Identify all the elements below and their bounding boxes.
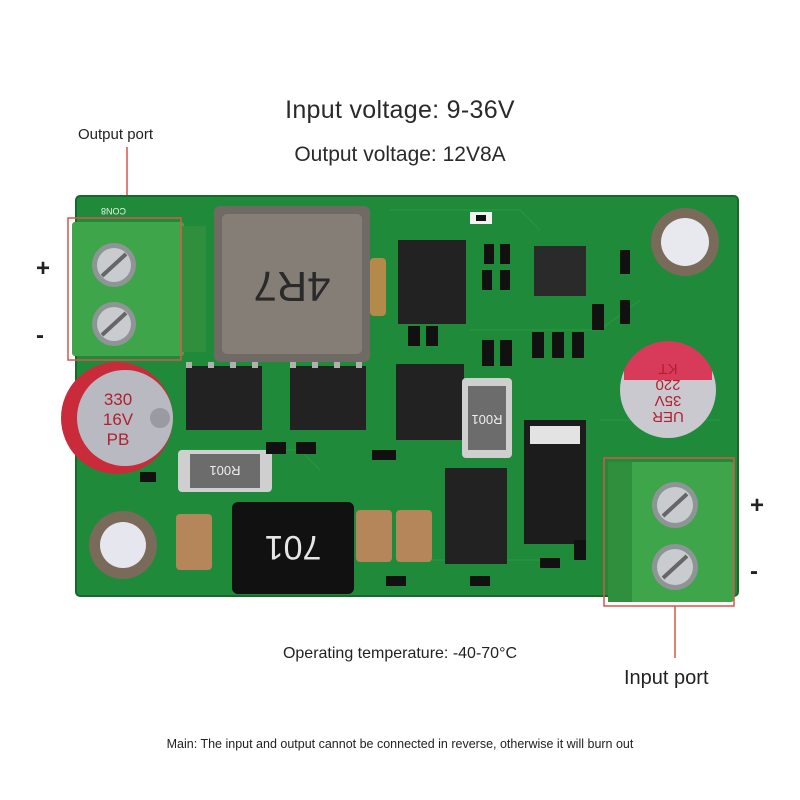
input-port-label: Input port bbox=[624, 667, 709, 689]
svg-text:35V: 35V bbox=[655, 392, 682, 409]
mosfet-2 bbox=[290, 366, 366, 430]
cap-c4 bbox=[356, 510, 392, 562]
svg-text:KT: KT bbox=[658, 360, 677, 377]
mosfet-5 bbox=[445, 468, 507, 564]
svg-text:R001: R001 bbox=[471, 412, 502, 427]
svg-text:701: 701 bbox=[265, 528, 322, 566]
output-plus-sign: + bbox=[36, 255, 51, 282]
input-highlight-box bbox=[603, 457, 735, 607]
input-plus-sign: + bbox=[750, 492, 765, 519]
output-minus-sign: - bbox=[36, 322, 44, 349]
output-highlight-box bbox=[67, 217, 182, 361]
warning-note: Main: The input and output cannot be con… bbox=[166, 737, 634, 751]
input-terminal bbox=[608, 462, 734, 602]
svg-text:CON8: CON8 bbox=[101, 206, 126, 216]
output-port-label: Output port bbox=[78, 126, 154, 143]
input-voltage-heading: Input voltage: 9-36V bbox=[285, 96, 515, 124]
svg-text:PB: PB bbox=[107, 430, 130, 449]
controller-ic bbox=[534, 246, 586, 296]
svg-text:16V: 16V bbox=[103, 410, 134, 429]
inductor-main-marking: 4R7 bbox=[253, 263, 330, 310]
operating-temperature: Operating temperature: -40-70°C bbox=[282, 645, 518, 662]
mosfet-4 bbox=[396, 364, 464, 440]
output-voltage-heading: Output voltage: 12V8A bbox=[294, 143, 506, 166]
cap-c3 bbox=[396, 510, 432, 562]
mosfet-3 bbox=[398, 240, 466, 324]
svg-text:330: 330 bbox=[104, 390, 132, 409]
cap-c6 bbox=[176, 514, 212, 570]
mosfet-1 bbox=[186, 366, 262, 430]
inductor-small bbox=[232, 502, 354, 594]
svg-text:UER: UER bbox=[652, 408, 684, 425]
svg-text:R001: R001 bbox=[209, 463, 240, 478]
input-minus-sign: - bbox=[750, 558, 758, 585]
svg-text:220: 220 bbox=[655, 376, 680, 393]
